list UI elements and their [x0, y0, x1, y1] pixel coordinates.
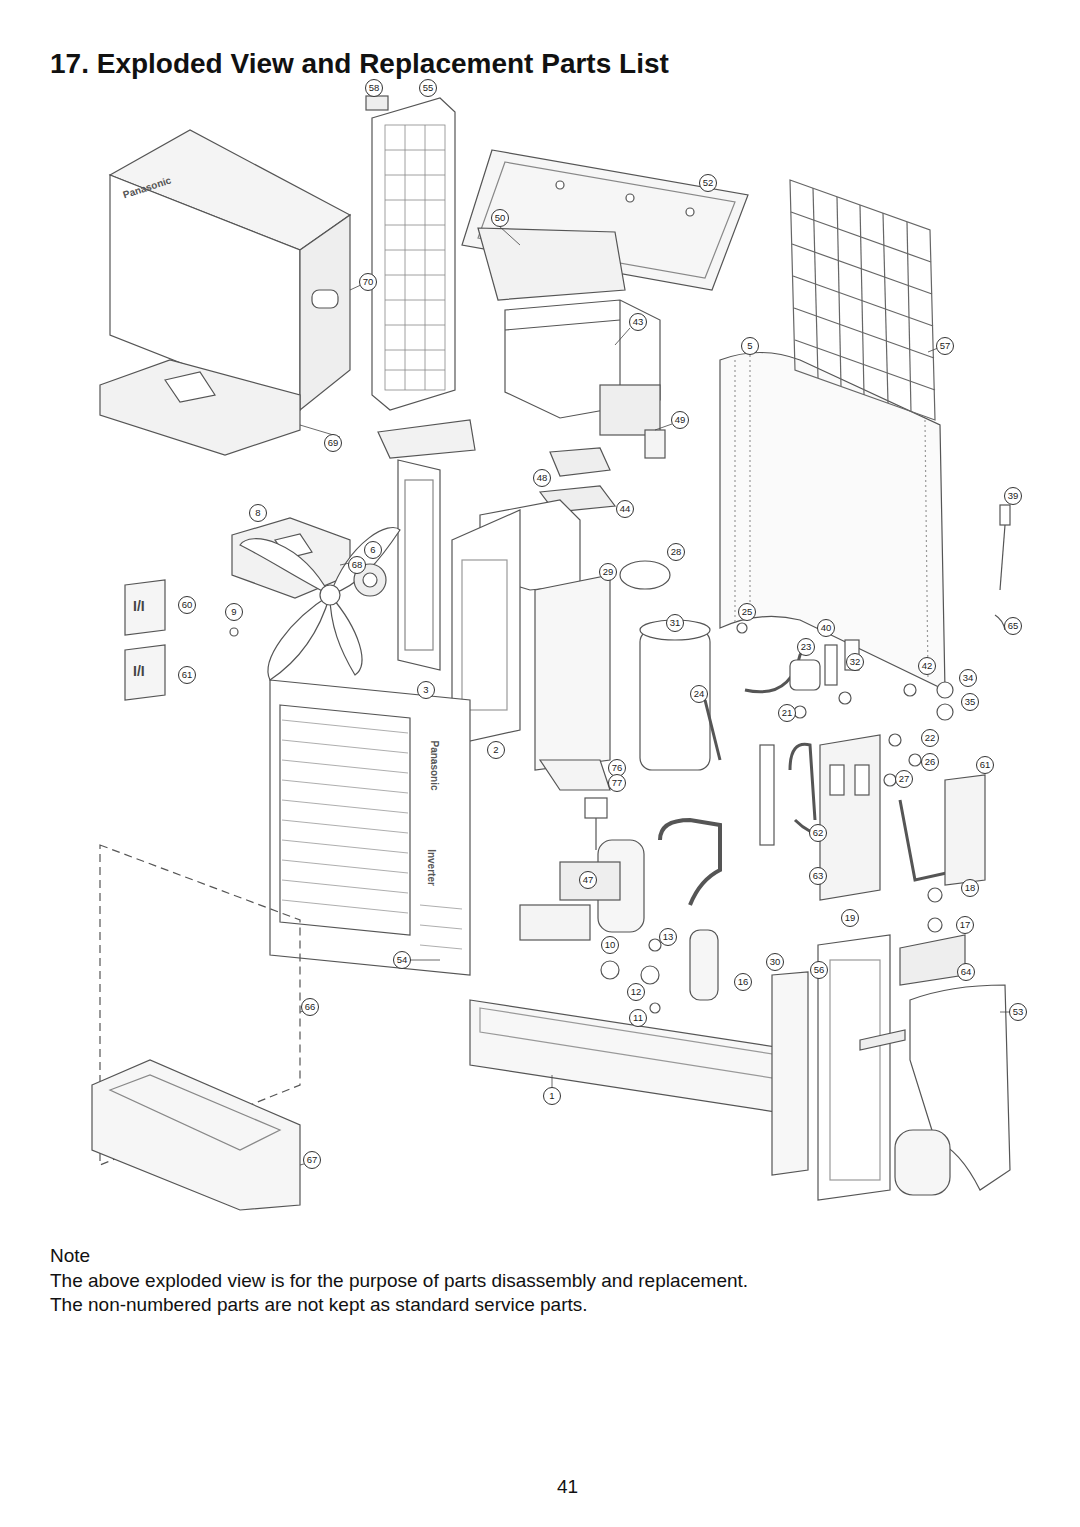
callout-number: 42 — [918, 657, 936, 675]
callout-number: 55 — [419, 79, 437, 97]
callout-number: 31 — [666, 614, 684, 632]
callout-number: 23 — [797, 638, 815, 656]
callout-number: 66 — [301, 998, 319, 1016]
brand-logo-text: Panasonic — [429, 740, 440, 790]
callout-number: 50 — [491, 209, 509, 227]
callout-number: 67 — [303, 1151, 321, 1169]
callout-number: 11 — [629, 1009, 647, 1027]
callout-number: 5 — [741, 337, 759, 355]
callout-number: 70 — [359, 273, 377, 291]
callout-number: 40 — [817, 619, 835, 637]
callout-number: 2 — [487, 741, 505, 759]
manual-icon-text: I/I — [133, 598, 145, 614]
callout-number: 52 — [699, 174, 717, 192]
callout-number: 32 — [846, 653, 864, 671]
callout-number: 61 — [178, 666, 196, 684]
callout-number: 57 — [936, 337, 954, 355]
note-text: 41 — [557, 1476, 578, 1498]
callout-number: 65 — [1004, 617, 1022, 635]
callout-number: 77 — [608, 774, 626, 792]
callout-number: 21 — [778, 704, 796, 722]
brand-logo-text: Inverter — [426, 849, 437, 886]
callout-number: 53 — [1009, 1003, 1027, 1021]
callout-number: 13 — [659, 928, 677, 946]
callout-number: 49 — [671, 411, 689, 429]
callout-number: 43 — [629, 313, 647, 331]
callout-number: 35 — [961, 693, 979, 711]
page-title: 17. Exploded View and Replacement Parts … — [50, 48, 669, 80]
manual-icon-text: I/I — [133, 663, 145, 679]
callout-number: 24 — [690, 685, 708, 703]
callout-number: 69 — [324, 434, 342, 452]
callout-number: 62 — [809, 824, 827, 842]
callout-number: 26 — [921, 753, 939, 771]
callout-number: 27 — [895, 770, 913, 788]
callout-number: 9 — [225, 603, 243, 621]
note-text: Note — [50, 1245, 90, 1267]
callout-number: 10 — [601, 936, 619, 954]
callout-number: 22 — [921, 729, 939, 747]
note-text: The above exploded view is for the purpo… — [50, 1270, 748, 1292]
callout-number: 6 — [364, 541, 382, 559]
callout-number: 28 — [667, 543, 685, 561]
callout-number: 3 — [417, 681, 435, 699]
callout-number: 68 — [348, 556, 366, 574]
callout-number: 61 — [976, 756, 994, 774]
callout-number: 34 — [959, 669, 977, 687]
note-text: The non-numbered parts are not kept as s… — [50, 1294, 588, 1316]
callout-number: 56 — [810, 961, 828, 979]
callout-number: 17 — [956, 916, 974, 934]
callout-number: 19 — [841, 909, 859, 927]
callout-number: 16 — [734, 973, 752, 991]
callout-number: 44 — [616, 500, 634, 518]
callout-number: 48 — [533, 469, 551, 487]
callout-number: 47 — [579, 871, 597, 889]
callout-number: 12 — [627, 983, 645, 1001]
callout-number: 39 — [1004, 487, 1022, 505]
callout-number: 60 — [178, 596, 196, 614]
callout-number: 25 — [738, 603, 756, 621]
callout-number: 18 — [961, 879, 979, 897]
callout-number: 64 — [957, 963, 975, 981]
callout-number: 58 — [365, 79, 383, 97]
callout-number: 30 — [766, 953, 784, 971]
callout-number: 8 — [249, 504, 267, 522]
callout-number: 54 — [393, 951, 411, 969]
callout-number: 63 — [809, 867, 827, 885]
callout-number: 1 — [543, 1087, 561, 1105]
callout-number: 29 — [599, 563, 617, 581]
